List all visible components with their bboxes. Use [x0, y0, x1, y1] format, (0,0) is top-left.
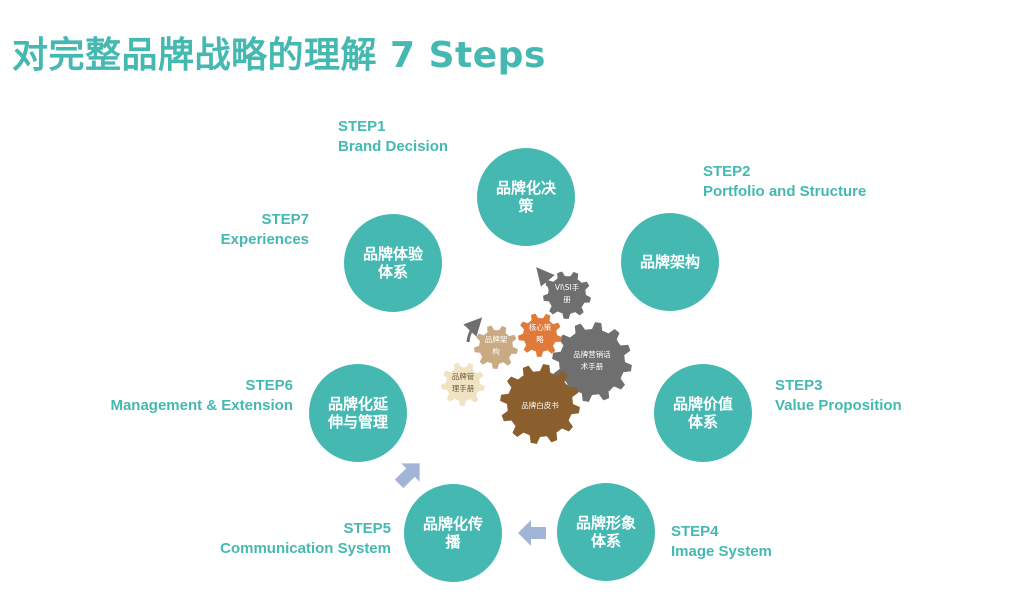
- step6-number: STEP6: [245, 377, 293, 394]
- white-paper-gear-icon: [500, 364, 580, 444]
- svg-text:术手册: 术手册: [581, 361, 604, 371]
- step2-name: Portfolio and Structure: [703, 183, 867, 200]
- step7-label: STEP7 Experiences: [221, 210, 309, 250]
- step7-circle[interactable]: 品牌体验体系: [344, 214, 442, 312]
- step6-circle[interactable]: 品牌化延伸与管理: [309, 364, 407, 462]
- step5-name: Communication System: [220, 540, 391, 557]
- rotation-arrow-icon: [463, 317, 483, 343]
- management-manual-text: 品牌管: [452, 371, 475, 381]
- step3-label: STEP3 Value Proposition: [775, 376, 902, 416]
- step6-label: STEP6 Management & Extension: [110, 376, 293, 416]
- step5-number: STEP5: [343, 520, 391, 537]
- marketing-manual-text: 品牌营销话: [573, 349, 611, 359]
- architecture-text: 品牌架: [485, 334, 508, 344]
- core-strategy-text: 核心策: [529, 322, 552, 332]
- step6-name: Management & Extension: [110, 397, 293, 414]
- step2-label: STEP2 Portfolio and Structure: [703, 162, 866, 202]
- arrow-left-icon: [518, 520, 546, 546]
- step4-number: STEP4: [671, 523, 719, 540]
- step1-name: Brand Decision: [338, 138, 449, 155]
- white-paper-text: 品牌白皮书: [521, 400, 559, 410]
- step1-circle[interactable]: 品牌化决策: [477, 148, 575, 246]
- arrow-up-left-icon: [394, 463, 420, 489]
- step1-label: STEP1 Brand Decision: [338, 117, 448, 157]
- architecture-gear-icon: [474, 325, 518, 369]
- vi-manual-gear-icon: [543, 271, 591, 319]
- step4-circle[interactable]: 品牌形象体系: [557, 483, 655, 581]
- gear-cluster: VI\SI手 册 核心策 略 品牌架 构 品牌营销话 术手册 品牌管 理手册 品…: [441, 267, 632, 444]
- management-manual-gear-icon: [441, 362, 485, 406]
- step3-circle[interactable]: 品牌价值体系: [654, 364, 752, 462]
- step7-name: Experiences: [220, 231, 309, 248]
- step4-name: Image System: [671, 543, 772, 560]
- core-strategy-gear-icon: [518, 313, 562, 357]
- step5-circle[interactable]: 品牌化传播: [404, 484, 502, 582]
- step2-circle[interactable]: 品牌架构: [621, 213, 719, 311]
- marketing-manual-gear-icon: [552, 322, 632, 402]
- svg-text:册: 册: [563, 295, 571, 304]
- step4-label: STEP4 Image System: [671, 522, 772, 562]
- step1-number: STEP1: [338, 118, 386, 135]
- step3-number: STEP3: [775, 377, 823, 394]
- step5-label: STEP5 Communication System: [220, 519, 391, 559]
- step3-name: Value Proposition: [775, 397, 902, 414]
- svg-text:构: 构: [492, 346, 500, 356]
- svg-text:略: 略: [536, 334, 544, 344]
- svg-text:理手册: 理手册: [452, 383, 475, 393]
- vi-manual-text: VI\SI手: [555, 282, 580, 292]
- step7-number: STEP7: [261, 211, 309, 228]
- step2-number: STEP2: [703, 163, 751, 180]
- page-title: 对完整品牌战略的理解 7 Steps: [12, 35, 546, 76]
